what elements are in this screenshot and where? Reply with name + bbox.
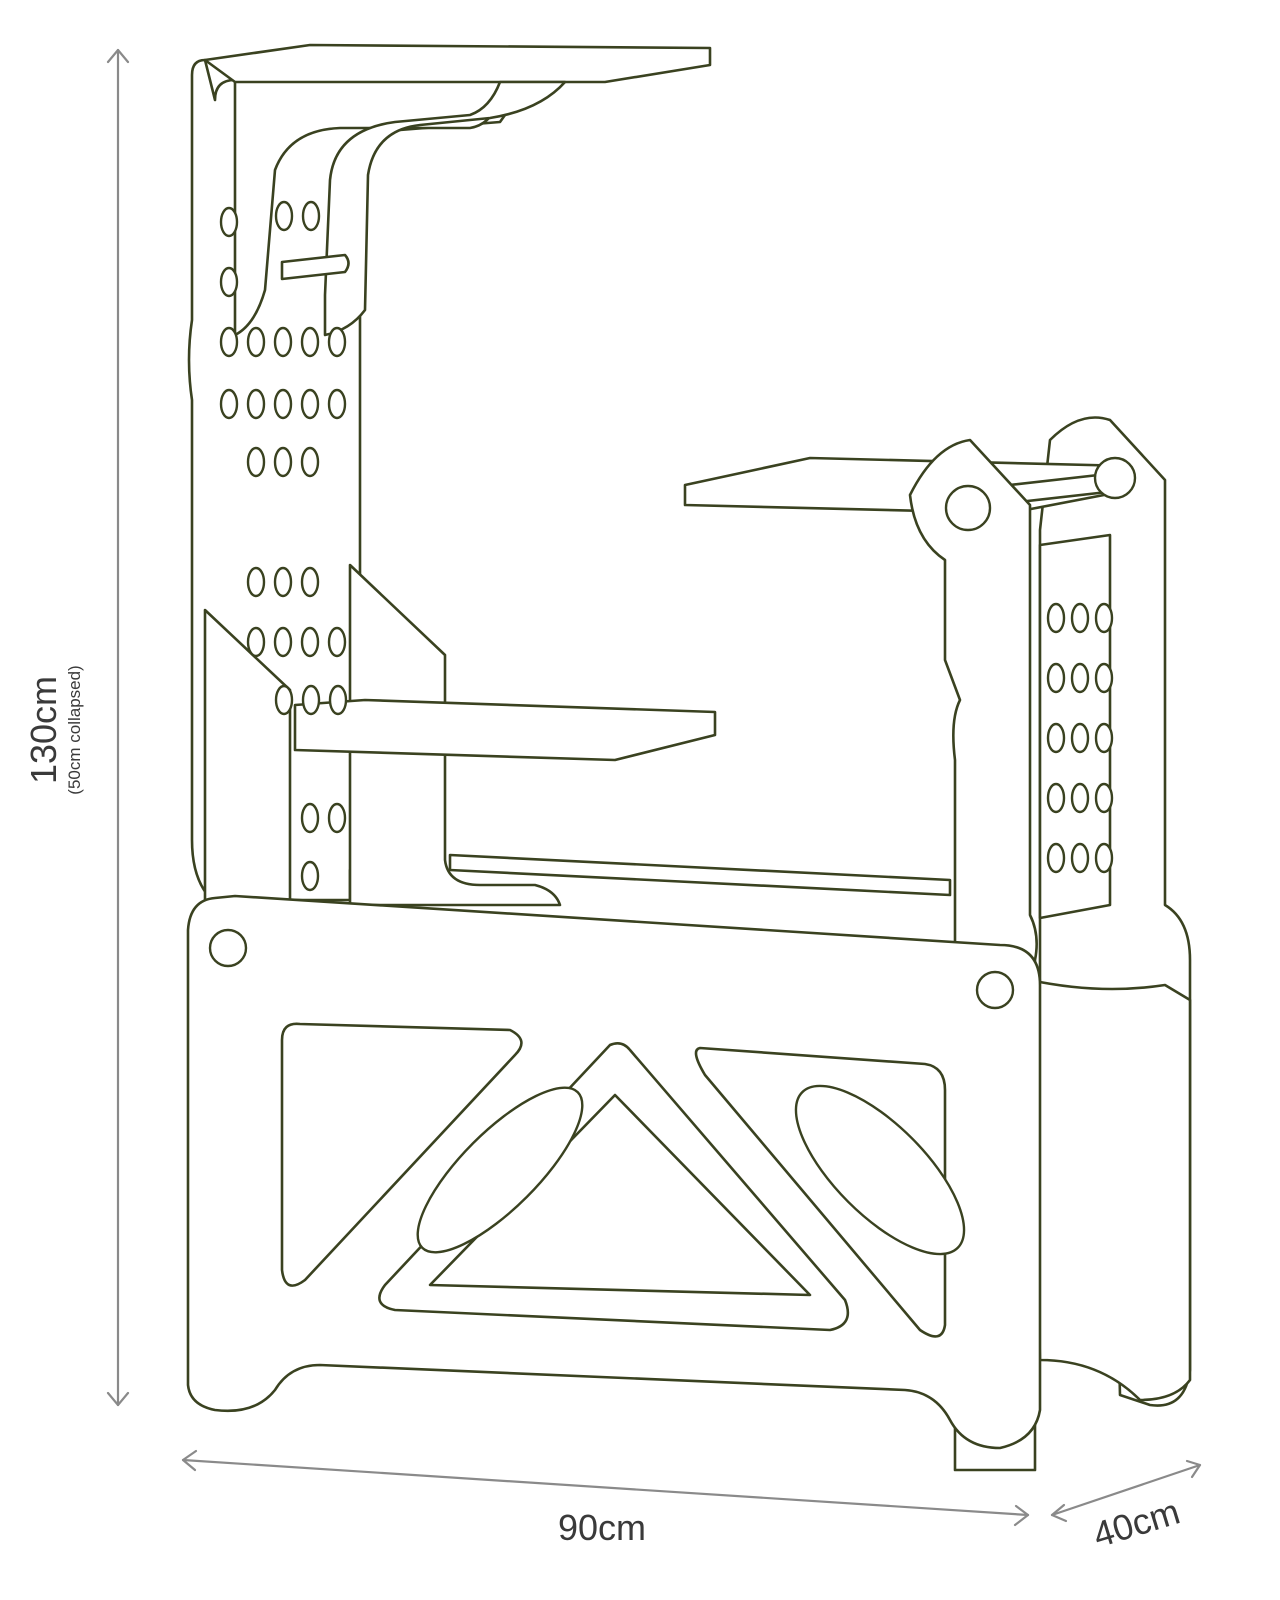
peg-hole <box>301 200 321 232</box>
peg-hole <box>219 266 239 298</box>
peg-hole <box>300 326 320 358</box>
peg-hole <box>246 326 266 358</box>
front-right-bolt-hole <box>975 970 1015 1010</box>
width-dimension: 90cm <box>181 1449 1030 1548</box>
peg-hole <box>300 860 320 892</box>
peg-hole <box>273 388 293 420</box>
peg-hole <box>1070 722 1090 754</box>
middle-shelf-rail <box>448 853 952 897</box>
height-arrow-top <box>106 48 130 64</box>
peg-hole <box>300 388 320 420</box>
back-post-hole <box>1093 456 1137 500</box>
top-support-arm <box>323 80 567 337</box>
left-oval-cutout <box>416 1086 584 1254</box>
right-post-hole <box>944 484 992 532</box>
right-panel-peg-holes <box>1046 602 1114 874</box>
peg-hole <box>300 566 320 598</box>
front-base-panel <box>186 894 1042 1450</box>
left-panel-peg-holes <box>219 200 348 892</box>
peg-hole <box>1070 602 1090 634</box>
peg-hole <box>327 388 347 420</box>
middle-step-platform <box>293 698 717 762</box>
peg-hole <box>1046 662 1066 694</box>
peg-hole <box>246 446 266 478</box>
peg-hole <box>300 626 320 658</box>
middle-step-assembly <box>203 563 952 907</box>
right-lower-side <box>1028 978 1192 1402</box>
peg-hole <box>300 802 320 834</box>
peg-hole <box>246 388 266 420</box>
height-collapsed-note: (50cm collapsed) <box>65 665 84 794</box>
right-oval-cutout <box>794 1084 966 1256</box>
peg-hole <box>300 446 320 478</box>
peg-hole <box>1070 782 1090 814</box>
peg-hole <box>1070 842 1090 874</box>
peg-hole <box>1094 662 1114 694</box>
depth-arrow-left <box>1050 1503 1068 1523</box>
middle-inner-panel <box>348 563 562 907</box>
width-label: 90cm <box>558 1507 646 1548</box>
height-arrow-bottom <box>106 1391 130 1407</box>
peg-hole <box>219 206 239 238</box>
depth-arrow-right <box>1185 1459 1202 1479</box>
peg-hole <box>246 566 266 598</box>
peg-hole <box>219 388 239 420</box>
peg-hole <box>1070 662 1090 694</box>
peg-hole <box>273 326 293 358</box>
peg-hole <box>1046 602 1066 634</box>
peg-hole <box>1046 782 1066 814</box>
peg-hole <box>301 684 321 716</box>
peg-hole <box>246 626 266 658</box>
peg-hole <box>1046 722 1066 754</box>
peg-hole <box>1046 842 1066 874</box>
peg-hole <box>1094 722 1114 754</box>
peg-hole <box>273 626 293 658</box>
peg-hole <box>327 802 347 834</box>
width-arrow-right <box>1013 1504 1030 1527</box>
peg-hole <box>1094 842 1114 874</box>
peg-hole <box>274 684 294 716</box>
height-label: 130cm <box>23 676 64 784</box>
width-arrow-left <box>181 1449 198 1472</box>
peg-hole <box>219 326 239 358</box>
peg-hole <box>1094 602 1114 634</box>
peg-hole <box>274 200 294 232</box>
depth-dimension: 40cm <box>1050 1459 1202 1556</box>
peg-hole <box>273 446 293 478</box>
peg-hole <box>1094 782 1114 814</box>
peg-hole <box>273 566 293 598</box>
front-window-left <box>280 1022 523 1287</box>
height-dimension: 130cm (50cm collapsed) <box>23 48 130 1407</box>
top-rod <box>280 253 350 281</box>
width-dimension-line <box>181 1458 1030 1517</box>
peg-hole <box>327 326 347 358</box>
top-platform <box>203 43 712 84</box>
peg-hole <box>327 626 347 658</box>
depth-dimension-line <box>1050 1463 1202 1517</box>
front-left-bolt-hole <box>208 928 248 968</box>
peg-hole <box>328 684 348 716</box>
depth-label: 40cm <box>1088 1491 1184 1556</box>
